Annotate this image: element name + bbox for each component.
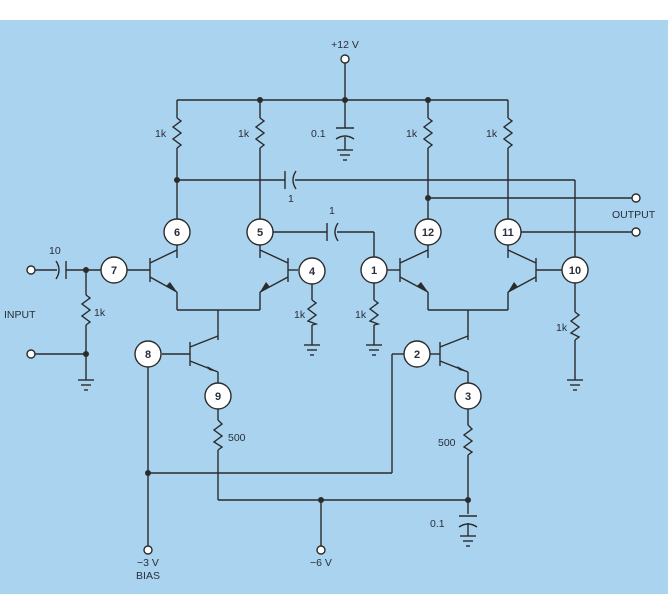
bottom-cap-value: 0.1 xyxy=(430,518,445,530)
resistor-input xyxy=(80,294,92,326)
pin-1: 1 xyxy=(360,256,388,284)
pin-6: 6 xyxy=(163,218,191,246)
capacitor-feedforward xyxy=(284,170,297,190)
resistors xyxy=(80,117,581,456)
r1-value: 1k xyxy=(155,128,167,140)
ground-icon xyxy=(567,379,583,391)
resistor-r2 xyxy=(254,117,266,149)
junction-dots xyxy=(83,97,471,503)
capacitors xyxy=(55,127,478,528)
ground-icon xyxy=(366,344,382,356)
svg-text:12: 12 xyxy=(422,227,434,239)
terminal-input-return xyxy=(26,349,36,359)
pin-10: 10 xyxy=(561,256,589,284)
resistor-r4 xyxy=(502,117,514,149)
pin-3: 3 xyxy=(454,382,482,410)
pin-7: 7 xyxy=(100,256,128,284)
svg-text:9: 9 xyxy=(215,391,221,403)
pin10-resistor-value: 1k xyxy=(556,322,568,334)
capacitor-negative-supply xyxy=(458,515,478,528)
capacitor-input xyxy=(55,260,67,280)
pin-5: 5 xyxy=(246,218,274,246)
svg-text:1: 1 xyxy=(371,265,377,277)
pin-12: 12 xyxy=(414,218,442,246)
r4-value: 1k xyxy=(486,128,498,140)
svg-text:3: 3 xyxy=(465,391,471,403)
terminal-bias xyxy=(143,545,153,555)
pin-11: 11 xyxy=(494,218,522,246)
pin4-resistor-value: 1k xyxy=(294,309,306,321)
negative-supply-label: −6 V xyxy=(310,557,332,569)
r3-value: 1k xyxy=(406,128,418,140)
input-label: INPUT xyxy=(4,309,36,321)
interstage-cap-value: 1 xyxy=(329,205,335,217)
ground-symbols xyxy=(78,149,583,547)
pin-4: 4 xyxy=(298,257,326,285)
terminal-negative-supply xyxy=(316,545,326,555)
pin1-resistor-value: 1k xyxy=(355,309,367,321)
ground-icon xyxy=(78,379,94,391)
positive-supply-label: +12 V xyxy=(331,39,359,51)
svg-text:10: 10 xyxy=(569,265,581,277)
panel-background xyxy=(0,20,668,594)
terminal-output-1 xyxy=(631,193,641,203)
pin-8: 8 xyxy=(134,340,162,368)
pin-9: 9 xyxy=(204,382,232,410)
output-label: OUTPUT xyxy=(612,209,656,221)
resistor-r1 xyxy=(171,117,183,149)
capacitor-supply xyxy=(335,127,355,140)
resistor-pin4 xyxy=(306,299,319,326)
feedforward-cap-value: 1 xyxy=(288,193,294,205)
bias-voltage-label: −3 V xyxy=(137,557,159,569)
resistor-pin1 xyxy=(368,299,381,326)
input-cap-value: 10 xyxy=(49,245,61,257)
pin-circles: 6 5 12 11 7 4 1 10 8 2 9 3 xyxy=(100,218,589,410)
svg-text:2: 2 xyxy=(414,349,420,361)
right-500-value: 500 xyxy=(438,437,456,449)
svg-text:4: 4 xyxy=(309,266,316,278)
resistor-500-right xyxy=(462,424,474,456)
terminal-positive-supply xyxy=(340,54,350,64)
terminal-input xyxy=(26,265,36,275)
svg-text:11: 11 xyxy=(502,227,514,239)
ground-icon xyxy=(460,535,476,547)
input-resistor-value: 1k xyxy=(94,307,106,319)
resistor-500-left xyxy=(212,419,224,451)
resistor-pin10 xyxy=(569,311,581,341)
ground-icon xyxy=(337,149,353,161)
left-500-value: 500 xyxy=(228,432,246,444)
svg-text:7: 7 xyxy=(111,265,117,277)
ground-icon xyxy=(304,344,320,356)
pin-2: 2 xyxy=(403,340,431,368)
svg-text:6: 6 xyxy=(174,227,180,239)
supply-cap-value: 0.1 xyxy=(311,128,326,140)
terminals xyxy=(26,54,641,555)
resistor-r3 xyxy=(422,117,434,149)
r2-value: 1k xyxy=(238,128,250,140)
capacitor-interstage xyxy=(326,222,339,242)
emitter-arrows xyxy=(166,282,518,372)
svg-text:8: 8 xyxy=(145,349,151,361)
terminal-output-2 xyxy=(631,227,641,237)
labels: +12 V 0.1 1k 1k 1k 1k 1 1 OUTPUT 10 INPU… xyxy=(4,39,656,582)
bias-label: BIAS xyxy=(136,570,160,582)
svg-text:5: 5 xyxy=(257,227,263,239)
